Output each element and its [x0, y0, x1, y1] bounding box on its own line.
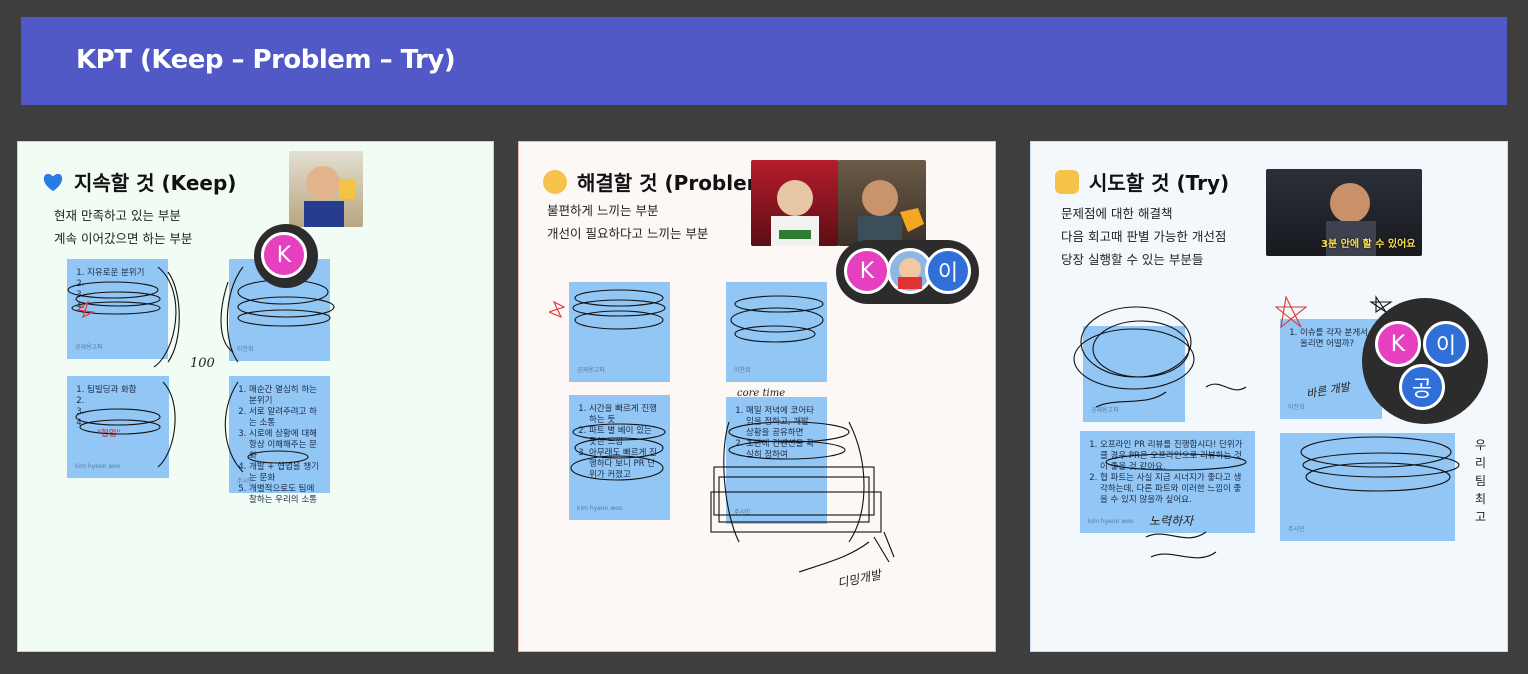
sticky-note[interactable]: 주시민 [1280, 433, 1455, 541]
sticky-item: 아무래도 빠르게 진행하다 보니 PR 단위가 커졌고 [589, 448, 662, 481]
sticky-note[interactable]: 공재용고파 [1083, 326, 1185, 422]
try-meme-photo: 3분 안에 할 수 있어요 [1266, 169, 1422, 256]
sticky-author: 이찬희 [734, 367, 751, 374]
try-title-row: 시도할 것 (Try) [1055, 167, 1229, 196]
sticky-item: 파트 별 베이 있는 듯한 느낌 [589, 426, 662, 448]
side-note: 우 리 팀 최 고 [1475, 436, 1486, 526]
side-char: 고 [1475, 510, 1487, 524]
raising-hands-icon [1055, 169, 1079, 194]
sticky-item: 개별적으로도 팀에 찰하는 우리의 소통 [249, 484, 322, 506]
problem-title: 해결할 것 (Problem) [577, 171, 777, 195]
handwriting: 디밍개발 [836, 567, 883, 591]
problem-meme-photo-left [751, 160, 839, 246]
side-char: 팀 [1475, 474, 1487, 488]
side-char: 우 [1475, 438, 1487, 452]
sticky-note[interactable]: 공재용고파 [569, 282, 670, 382]
problem-desc-1: 불편하게 느끼는 부분 [547, 203, 659, 218]
handwriting: 노력하자 [1149, 514, 1194, 528]
sticky-author: 주시민 [1288, 526, 1305, 533]
sticky-note[interactable]: 매순간 열심히 하는 분위기 서로 알려주려고 하는 소통 시로에 상황에 대해… [229, 376, 330, 505]
try-section[interactable]: 시도할 것 (Try) 문제점에 대한 해결책 다음 회고때 판별 가능한 개선… [1030, 141, 1508, 652]
side-char: 최 [1475, 492, 1487, 506]
photo-caption: 3분 안에 할 수 있어요 [1321, 239, 1416, 250]
avatar[interactable]: K [844, 248, 890, 294]
sticky-item: 협 파트는 사실 지금 시너지가 좋다고 생각하는데, 다른 파트와 이러한 느… [1100, 473, 1247, 506]
side-char: 리 [1475, 456, 1487, 470]
problem-title-row: 해결할 것 (Problem) [543, 167, 777, 196]
keep-title-row: 지속할 것 (Keep) [42, 167, 236, 196]
avatar[interactable]: 이 [925, 248, 971, 294]
keep-desc-2: 계속 이어갔으면 하는 부분 [54, 231, 193, 246]
sticky-note[interactable]: 지유로운 분위기 공재용고파 [67, 259, 168, 359]
keep-section[interactable]: 지속할 것 (Keep) 현재 만족하고 있는 부분 계속 이어갔으면 하는 부… [17, 141, 494, 652]
sticky-item: 매순간 열심히 하는 분위기 [249, 385, 322, 407]
problem-desc-2: 개선이 필요하다고 느끼는 부분 [547, 226, 709, 241]
sticky-author: 공재용고파 [577, 367, 605, 374]
blue-heart-icon [43, 173, 63, 191]
try-desc-2: 다음 회고때 판별 가능한 개선점 [1061, 229, 1227, 244]
board-header: KPT (Keep – Problem – Try) [21, 17, 1507, 105]
keep-meme-photo [289, 151, 363, 227]
sticky-item: 이슈를 각자 분게서 올리면 어떨까? [1300, 328, 1374, 350]
monocle-face-icon [543, 169, 567, 194]
sticky-author: 주시민 [237, 478, 254, 485]
avatar[interactable]: K [261, 232, 307, 278]
sticky-note[interactable]: 이찬희 [726, 282, 827, 382]
avatar[interactable]: K [1375, 321, 1421, 367]
sticky-author: 이찬희 [1288, 404, 1305, 411]
sticky-item: 초반에 컨벤션을 확실히 정하여 [746, 439, 819, 461]
sticky-author: kim hyeon woo [1088, 518, 1134, 525]
board-title: KPT (Keep – Problem – Try) [76, 45, 456, 75]
handwriting: 100 [190, 356, 215, 371]
try-desc-3: 당장 실행할 수 있는 부분들 [1061, 252, 1204, 267]
sticky-author: kim hyeon woo [75, 463, 121, 470]
sticky-author: 주시민 [734, 509, 751, 516]
problem-section[interactable]: 해결할 것 (Problem) 불편하게 느끼는 부분 개선이 필요하다고 느끼… [518, 141, 996, 652]
sticky-note[interactable]: 매일 저녁에 코어타임을 정하고, 개발 상황을 공유하면 초반에 컨벤션을 확… [726, 397, 827, 524]
try-title: 시도할 것 (Try) [1089, 171, 1230, 195]
sticky-item: 서로 알려주려고 하는 소통 [249, 407, 322, 429]
sticky-note[interactable]: 팀빌딩과 화합 "협업" kim hyeon woo [67, 376, 169, 478]
sticky-item: 시간을 빠르게 진행하는 듯 [589, 404, 662, 426]
sticky-note-text: "협업" [97, 429, 121, 439]
sticky-item: 매일 저녁에 코어타임을 정하고, 개발 상황을 공유하면 [746, 406, 819, 439]
sticky-note[interactable]: 시간을 빠르게 진행하는 듯 파트 별 베이 있는 듯한 느낌 아무래도 빠르게… [569, 395, 670, 520]
sticky-item: 지유로운 분위기 [87, 268, 160, 279]
sticky-item: 팀빌딩과 화합 [87, 385, 161, 396]
handwriting: core time [737, 388, 786, 399]
avatar[interactable]: 공 [1399, 364, 1445, 410]
sticky-author: kim hyeon woo [577, 505, 623, 512]
avatar[interactable]: 이 [1423, 321, 1469, 367]
keep-desc-1: 현재 만족하고 있는 부분 [54, 208, 181, 223]
sticky-item: 오프라인 PR 리뷰를 진행합시다! 단위가 클 경우 PR은 오프라인으로 리… [1100, 440, 1247, 473]
sticky-author: 공재용고파 [75, 344, 103, 351]
sticky-author: 공재용고파 [1091, 407, 1119, 414]
try-desc-1: 문제점에 대한 해결책 [1061, 206, 1173, 221]
sticky-author: 이찬희 [237, 346, 254, 353]
sticky-item: 개발 + 협업을 챙기는 문화 [249, 462, 322, 484]
sticky-item: 시로에 상황에 대해 항상 이해해주는 문화 [249, 429, 322, 462]
keep-title: 지속할 것 (Keep) [74, 171, 237, 195]
problem-meme-photo-right [838, 160, 926, 246]
